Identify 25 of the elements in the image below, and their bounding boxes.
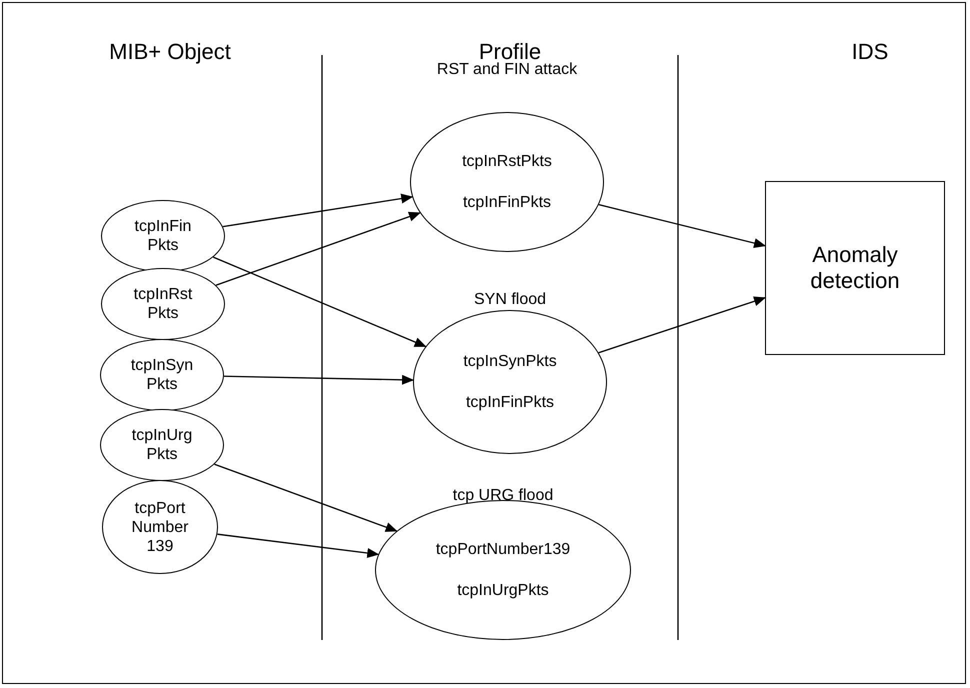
- arrow: [214, 464, 398, 532]
- node-label: tcpInRstPkts: [462, 152, 552, 171]
- arrow: [217, 534, 380, 558]
- arrow: [598, 204, 766, 248]
- node-label: tcpInFinPkts: [462, 193, 552, 212]
- column-heading: MIB+ Object: [108, 38, 232, 65]
- arrow: [598, 296, 766, 354]
- arrow: [212, 256, 427, 348]
- node-label: tcpInSynPkts: [463, 352, 557, 371]
- arrow: [222, 194, 414, 228]
- node-label: Anomaly detection: [809, 242, 901, 294]
- arrow: [216, 212, 421, 286]
- profile-heading: RST and FIN attack: [436, 60, 578, 79]
- column-heading: IDS: [850, 38, 890, 65]
- profile-heading: tcp URG flood: [452, 486, 554, 505]
- node-label: tcpInRst Pkts: [132, 285, 194, 323]
- node-label: tcpInFin Pkts: [134, 217, 192, 255]
- node-label: tcpInSyn Pkts: [130, 356, 194, 394]
- profile-heading: SYN flood: [474, 290, 546, 309]
- node-label: tcpPort Number 139: [130, 498, 190, 556]
- node-label: tcpInUrgPkts: [457, 581, 549, 600]
- node-label: tcpPortNumber139: [436, 540, 570, 559]
- node-label: tcpInUrg Pkts: [130, 426, 194, 464]
- node-label: tcpInFinPkts: [466, 393, 554, 412]
- arrow: [224, 374, 414, 385]
